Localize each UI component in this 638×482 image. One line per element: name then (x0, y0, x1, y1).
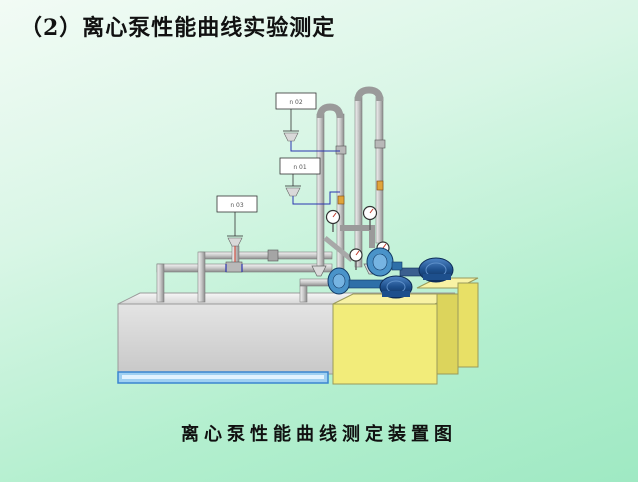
pump-front (327, 267, 413, 299)
gauge-n01-label: n 01 (293, 164, 307, 171)
pump-rear (366, 247, 454, 283)
gauge-n03: n 03 (216, 195, 258, 272)
gauge-n03-label: n 03 (230, 202, 244, 209)
horizontal-pipes (156, 245, 346, 303)
diagram-caption: 离心泵性能曲线测定装置图 (181, 424, 457, 445)
gauge-n01: n 01 (279, 157, 340, 205)
gauge-n02: n 02 (275, 92, 340, 152)
vertical-pipes (316, 86, 386, 273)
slide-title: （2）离心泵性能曲线实验测定 (20, 15, 336, 41)
pump-base-front (332, 293, 459, 385)
funnel-left (311, 265, 327, 277)
dial-gauge-center (349, 248, 363, 270)
dial-gauge-left (325, 209, 341, 232)
dial-gauge-right (362, 205, 378, 230)
gauge-n02-label: n 02 (289, 99, 303, 106)
